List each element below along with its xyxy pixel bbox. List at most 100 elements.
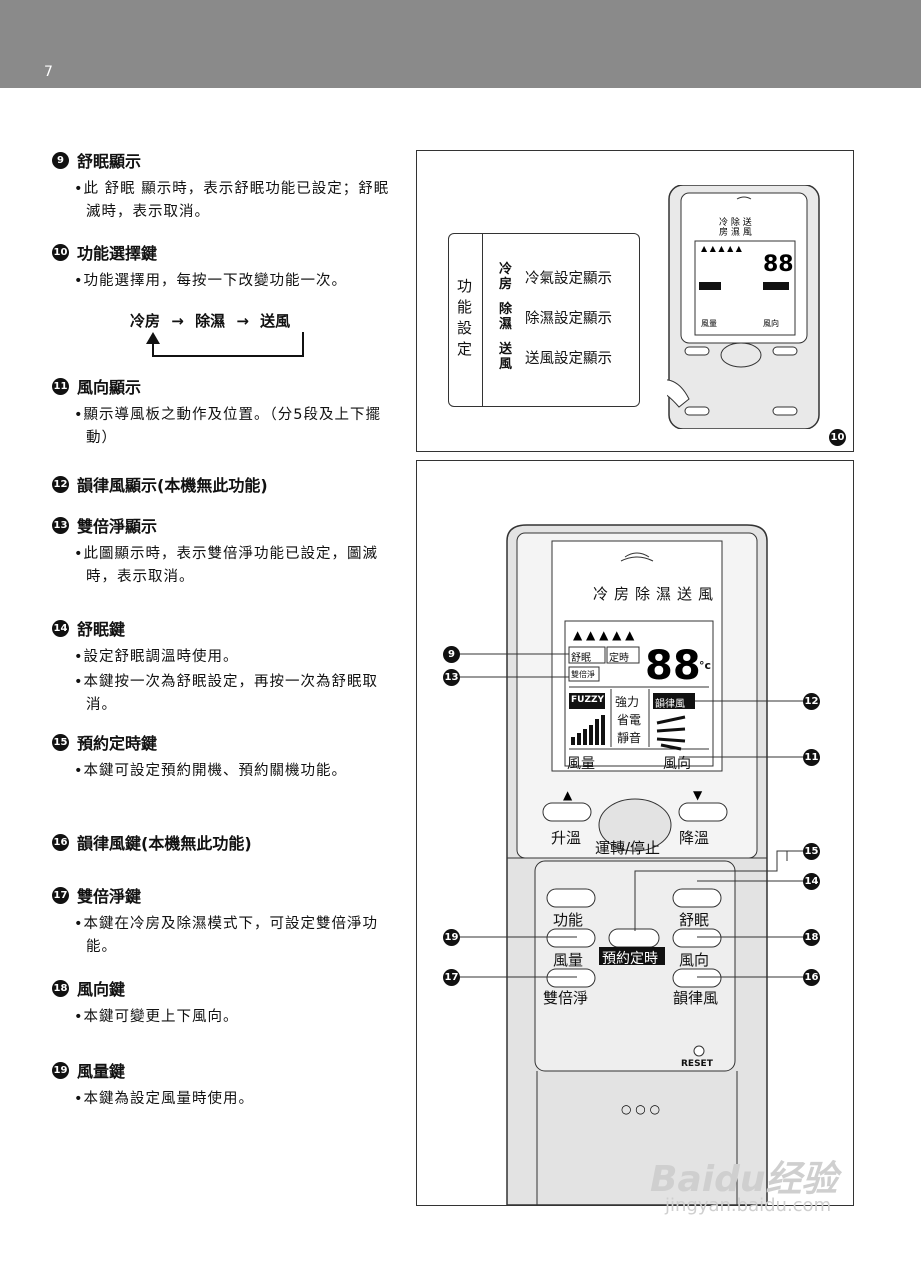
svg-text:▲ ▲ ▲ ▲ ▲: ▲ ▲ ▲ ▲ ▲: [573, 628, 635, 642]
section-body: •本鍵為設定風量時使用。: [74, 1091, 255, 1107]
section-body: •本鍵可設定預約開機、預約關機功能。: [74, 763, 348, 779]
mode-cool: 冷房: [593, 585, 636, 603]
callout-number: 19: [52, 1061, 69, 1079]
section-title: 舒眠顯示: [77, 152, 142, 171]
svg-text:房 濕 風: 房 濕 風: [719, 226, 752, 238]
row-short: 冷房: [499, 262, 513, 292]
svg-text:88: 88: [645, 643, 701, 689]
section-fan-speed-key: 19 風量鍵 •本鍵為設定風量時使用。: [52, 1058, 397, 1111]
section-body: •此圖顯示時，表示雙倍淨功能已設定，圖滅時，表示取消。: [74, 546, 379, 585]
section-body: •功能選擇用，每按一下改變功能一次。: [74, 273, 348, 289]
callout-9: 9: [443, 646, 460, 663]
section-double-clean-key: 17 雙倍淨鍵 •本鍵在冷房及除濕模式下，可設定雙倍淨功能。: [52, 883, 397, 959]
temp-up-button[interactable]: 升溫: [551, 829, 582, 847]
callout-number: 18: [52, 979, 69, 997]
callout-13: 13: [443, 669, 460, 686]
svg-text:▲ ▲ ▲ ▲ ▲: ▲ ▲ ▲ ▲ ▲: [701, 244, 743, 253]
baidu-watermark-url: jingyan.baidu.com: [665, 1195, 832, 1216]
svg-text:風量: 風量: [701, 319, 717, 328]
section-title: 雙倍淨鍵: [77, 887, 142, 906]
sleep-button[interactable]: 舒眠: [679, 911, 710, 929]
callout-number: 15: [52, 733, 69, 751]
lcd-timer-label: 定時: [609, 653, 629, 664]
timer-button[interactable]: 預約定時: [602, 951, 658, 967]
flow-dry: 除濕: [195, 312, 226, 330]
lcd-fuzzy-label: FUZZY: [571, 695, 605, 705]
lcd-strong-label: 強力: [615, 695, 640, 709]
svg-text:冷 除 送: 冷 除 送: [719, 216, 752, 228]
rhythm-button[interactable]: 韻律風: [673, 989, 719, 1007]
lcd-double-label: 雙倍淨: [571, 670, 595, 679]
callout-number: 16: [52, 833, 69, 851]
row-text: 冷氣設定顯示: [525, 270, 612, 287]
lcd-unit: °c: [699, 659, 712, 672]
row-text: 除濕設定顯示: [525, 310, 612, 327]
section-timer-key: 15 預約定時鍵 •本鍵可設定預約開機、預約關機功能。: [52, 730, 397, 783]
section-title: 預約定時鍵: [77, 734, 158, 753]
section-title: 韻律風顯示(本機無此功能): [77, 476, 268, 495]
section-air-direction-key: 18 風向鍵 •本鍵可變更上下風向。: [52, 976, 397, 1029]
svg-text:○ ○ ○: ○ ○ ○: [621, 1102, 660, 1116]
callout-18: 18: [803, 929, 820, 946]
row-short: 送風: [499, 342, 513, 372]
mode-dry: 除濕: [635, 585, 678, 603]
double-clean-button[interactable]: 雙倍淨: [543, 989, 589, 1007]
callout-number: 13: [52, 516, 69, 534]
section-rhythm-display: 12 韻律風顯示(本機無此功能): [52, 472, 397, 496]
section-title: 功能選擇鍵: [77, 244, 158, 263]
remote-top-illustration: 冷 除 送 房 濕 風 ▲ ▲ ▲ ▲ ▲ 88 風量 風向: [667, 185, 820, 429]
figure-remote: ▲ ▲ ▲ ▲ ▲ 88 ▲ ▼ ○ ○ ○: [416, 460, 854, 1206]
section-body: •此 舒眠 顯示時，表示舒眠功能已設定；舒眠滅時，表示取消。: [74, 181, 390, 220]
air-direction-button[interactable]: 風向: [679, 951, 710, 969]
row-cool: 冷房冷氣設定顯示: [499, 262, 612, 292]
section-body: •顯示導風板之動作及位置。（分5段及上下擺動）: [74, 407, 382, 446]
function-button[interactable]: 功能: [553, 911, 584, 929]
callout-15: 15: [803, 843, 820, 860]
callout-19: 19: [443, 929, 460, 946]
svg-text:風向: 風向: [763, 318, 779, 328]
callout-12: 12: [803, 693, 820, 710]
section-body: •本鍵在冷房及除濕模式下，可設定雙倍淨功能。: [74, 916, 379, 955]
arrow-icon: →: [236, 312, 249, 330]
section-title: 雙倍淨顯示: [77, 517, 158, 536]
lcd-save-label: 省電: [617, 713, 642, 727]
page-number: 7: [44, 64, 53, 80]
arrow-icon: →: [171, 312, 184, 330]
remote-illustration: ▲ ▲ ▲ ▲ ▲ 88 ▲ ▼ ○ ○ ○: [459, 524, 803, 1205]
section-body: •本鍵按一次為舒眠設定，再按一次為舒眠取消。: [74, 674, 379, 713]
return-arrow-icon: [146, 332, 304, 357]
power-button[interactable]: 運轉/停止: [595, 839, 661, 857]
reset-button[interactable]: RESET: [681, 1059, 713, 1069]
svg-text:▲: ▲: [563, 788, 573, 802]
row-dry: 除濕除濕設定顯示: [499, 302, 612, 332]
svg-text:88: 88: [763, 252, 794, 277]
temp-down-button[interactable]: 降溫: [679, 829, 710, 847]
callout-number: 17: [52, 886, 69, 904]
section-title: 風向顯示: [77, 378, 142, 397]
divider: [482, 234, 483, 406]
fan-speed-button[interactable]: 風量: [553, 951, 584, 969]
callout-number: 12: [52, 475, 69, 493]
callout-14: 14: [803, 873, 820, 890]
lcd-fan-qty-label: 風量: [567, 756, 595, 772]
lcd-sleep-label: 舒眠: [571, 653, 591, 664]
section-title: 舒眠鍵: [77, 620, 126, 639]
row-fan: 送風送風設定顯示: [499, 342, 612, 372]
callout-number: 14: [52, 619, 69, 637]
callout-10: 10: [829, 429, 846, 446]
callout-11: 11: [803, 749, 820, 766]
section-body: •設定舒眠調溫時使用。: [74, 649, 239, 665]
row-text: 送風設定顯示: [525, 350, 612, 367]
section-title: 風量鍵: [77, 1062, 126, 1081]
section-body: •本鍵可變更上下風向。: [74, 1009, 239, 1025]
section-title: 風向鍵: [77, 980, 126, 999]
function-settings-panel: 功能設定 冷房冷氣設定顯示 除濕除濕設定顯示 送風送風設定顯示: [448, 233, 640, 407]
svg-text:▼: ▼: [693, 788, 703, 802]
mode-labels: 冷房除濕送風: [593, 585, 719, 604]
section-sleep-key: 14 舒眠鍵 •設定舒眠調溫時使用。 •本鍵按一次為舒眠設定，再按一次為舒眠取消。: [52, 616, 397, 717]
flow-fan: 送風: [260, 312, 291, 330]
